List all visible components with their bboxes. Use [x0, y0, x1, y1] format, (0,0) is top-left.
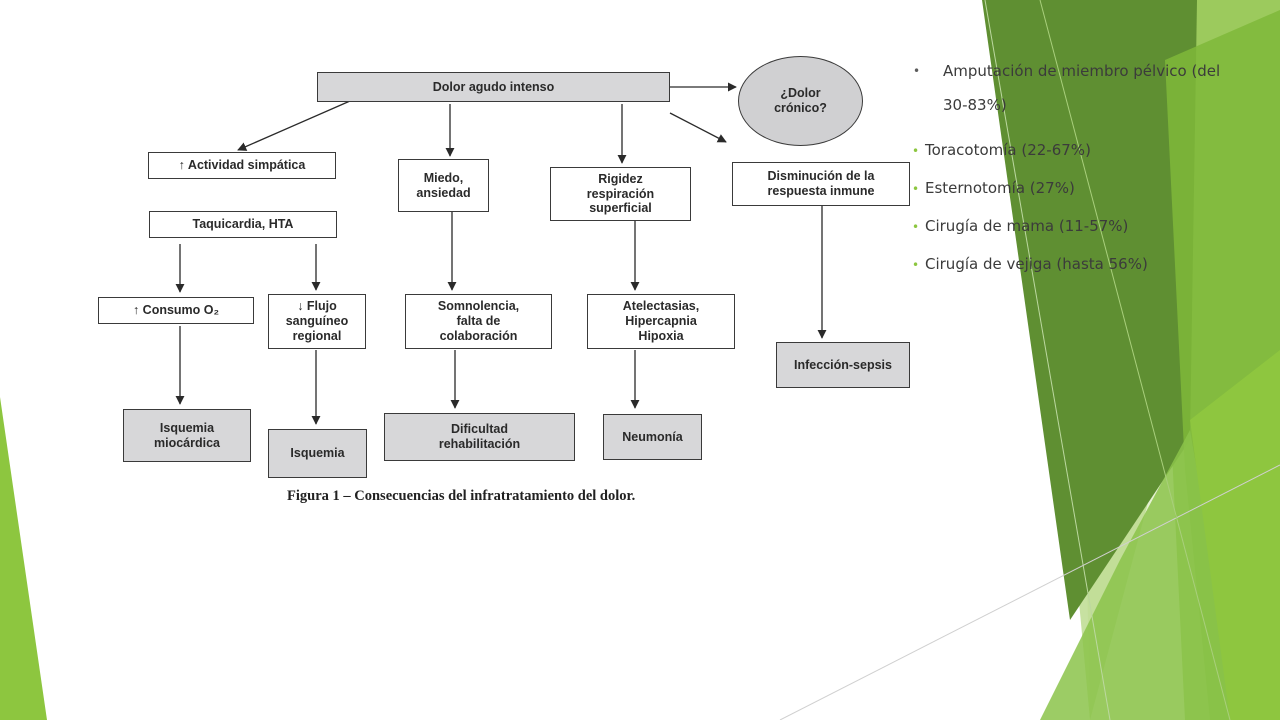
node-miedo: Miedo, ansiedad: [398, 159, 489, 212]
bullet-item: • Esternotomía (27%): [905, 179, 1235, 198]
node-dolor-cronico: ¿Dolor crónico?: [738, 56, 863, 146]
bullet-item: • Toracotomía (22-67%): [905, 141, 1235, 160]
decor-line: [1039, 0, 1231, 720]
node-consumo-o2: ↑ Consumo O₂: [98, 297, 254, 324]
bullet-text: Toracotomía (22-67%): [925, 141, 1091, 159]
node-isquemia-miocardica: Isquemia miocárdica: [123, 409, 251, 462]
decor-line: [984, 0, 1111, 720]
node-taquicardia: Taquicardia, HTA: [149, 211, 337, 238]
bullet-item: • Cirugía de vejiga (hasta 56%): [905, 255, 1235, 274]
left-green-shape: [0, 397, 47, 720]
bullet-text: Cirugía de vejiga (hasta 56%): [925, 255, 1148, 273]
node-respuesta-inmune: Disminución de la respuesta inmune: [732, 162, 910, 206]
bullet-item: • Amputación de miembro pélvico (del 30-8…: [905, 54, 1235, 122]
node-somnolencia: Somnolencia, falta de colaboración: [405, 294, 552, 349]
node-atelectasias: Atelectasias, Hipercapnia Hipoxia: [587, 294, 735, 349]
decor-line: [779, 464, 1280, 720]
node-flujo-sanguineo: ↓ Flujo sanguíneo regional: [268, 294, 366, 349]
bullet-item: • Cirugía de mama (11-57%): [905, 217, 1235, 236]
arrow: [669, 112, 727, 143]
bullet-dot-icon: •: [912, 182, 920, 196]
right-bright-wedge: [1190, 350, 1280, 720]
right-lower-shape: [1040, 430, 1240, 720]
bullet-dot-icon: •: [912, 258, 920, 272]
bullet-text: Amputación de miembro pélvico (del 30-83…: [943, 62, 1221, 114]
bullet-text: Esternotomía (27%): [925, 179, 1075, 197]
bullet-list: • Amputación de miembro pélvico (del 30-8…: [905, 54, 1235, 274]
arrow: [237, 100, 351, 151]
node-actividad-simpatica: ↑ Actividad simpática: [148, 152, 336, 179]
bullet-text: Cirugía de mama (11-57%): [925, 217, 1129, 235]
node-rigidez: Rigidez respiración superficial: [550, 167, 691, 221]
right-dark-shape: [982, 0, 1197, 620]
figure-caption: Figura 1 – Consecuencias del infratratam…: [287, 488, 636, 504]
node-neumonia: Neumonía: [603, 414, 702, 460]
node-dificultad-rehabilitacion: Dificultad rehabilitación: [384, 413, 575, 461]
node-isquemia: Isquemia: [268, 429, 367, 478]
bullet-dot-icon: •: [912, 220, 920, 234]
node-infeccion-sepsis: Infección-sepsis: [776, 342, 910, 388]
node-dolor-agudo: Dolor agudo intenso: [317, 72, 670, 102]
bullet-dot-icon: •: [913, 64, 921, 78]
bullet-dot-icon: •: [912, 144, 920, 158]
